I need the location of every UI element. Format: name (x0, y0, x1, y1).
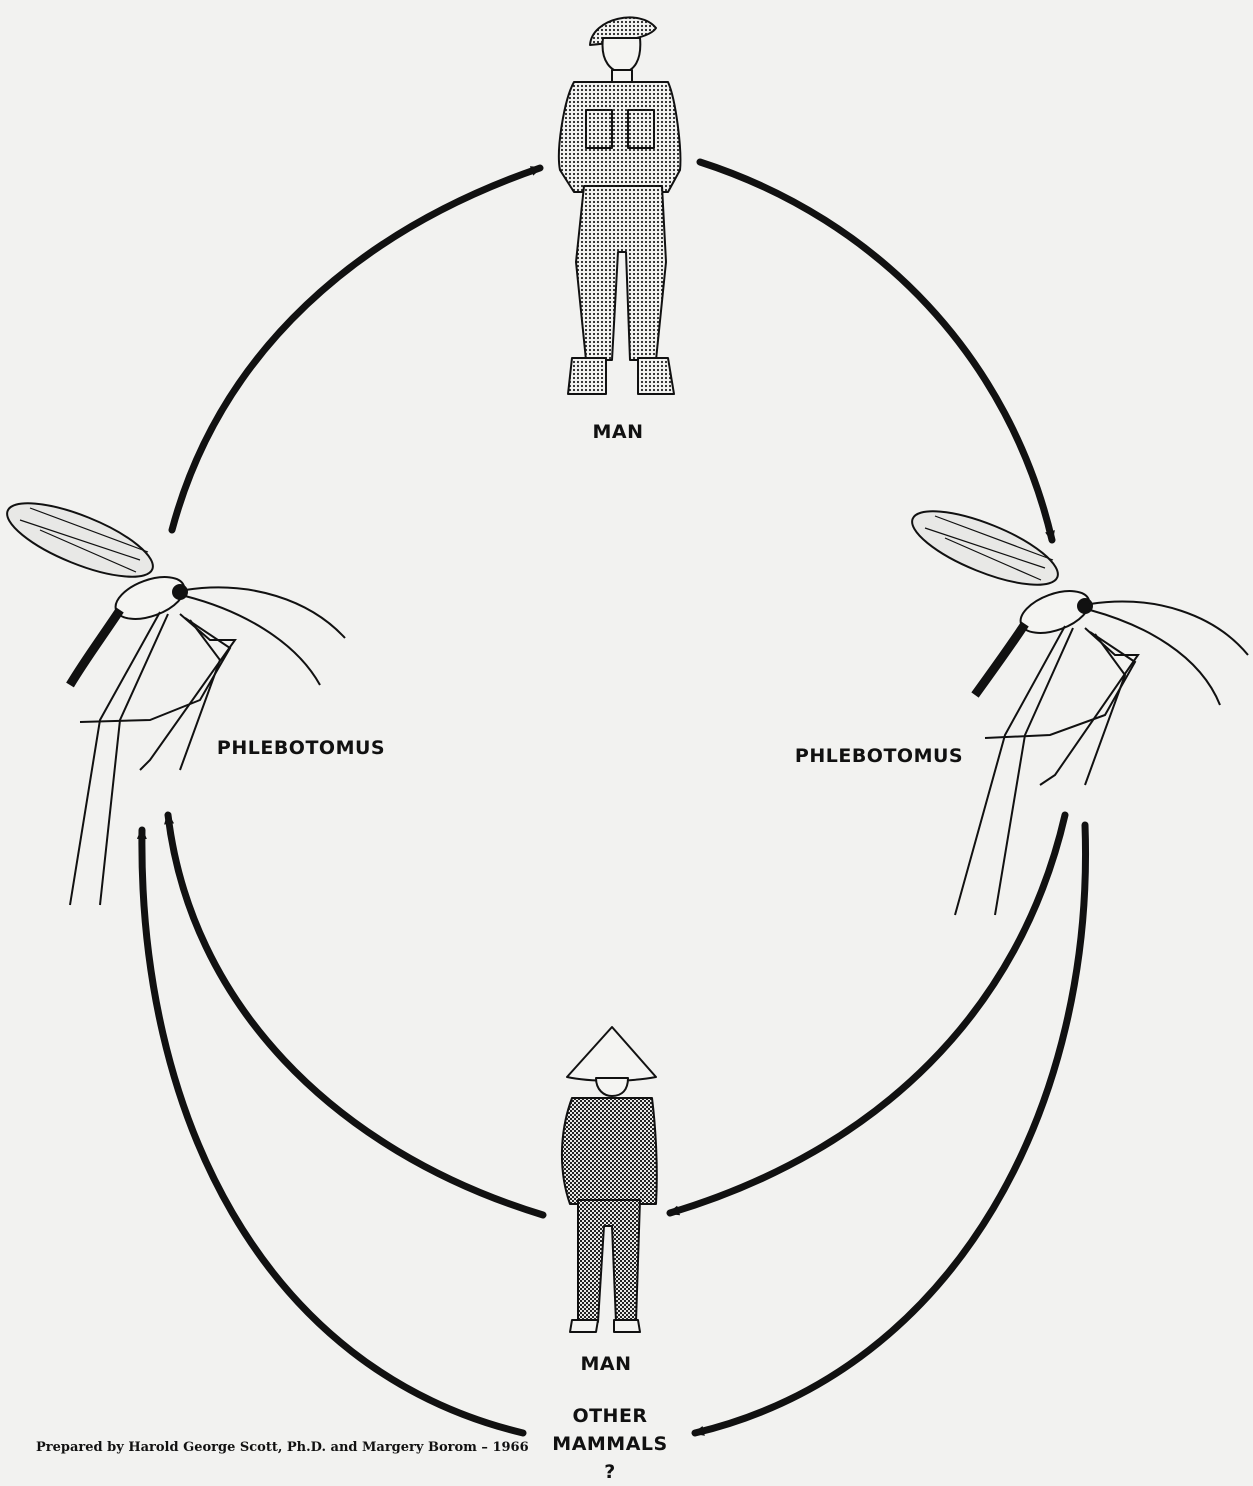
arrow-bottom-man-to-left-vector (168, 815, 543, 1215)
arrow-other-mammals-to-left-vector (142, 830, 523, 1433)
phlebotomus-right-label: PHLEBOTOMUS (790, 742, 968, 770)
arrow-right-vector-to-bottom-man (670, 815, 1065, 1213)
other-mammals-label: OTHER MAMMALS ? (545, 1402, 675, 1486)
man-top-label: MAN (588, 418, 648, 446)
soldier-figure-icon (559, 17, 680, 394)
phlebotomus-left-label: PHLEBOTOMUS (212, 734, 390, 762)
sand-fly-icon (904, 497, 1248, 915)
man-bottom-label: MAN (576, 1350, 636, 1378)
arrow-left-vector-to-top-man (172, 168, 540, 530)
arrow-right-vector-to-other-mammals (695, 825, 1086, 1433)
other-mammals-line2: MAMMALS (545, 1430, 675, 1458)
conical-hat-man-icon (562, 1027, 657, 1332)
arrow-top-man-to-right-vector (700, 162, 1052, 540)
other-mammals-line1: OTHER (545, 1402, 675, 1430)
credit-line: Prepared by Harold George Scott, Ph.D. a… (36, 1440, 529, 1455)
